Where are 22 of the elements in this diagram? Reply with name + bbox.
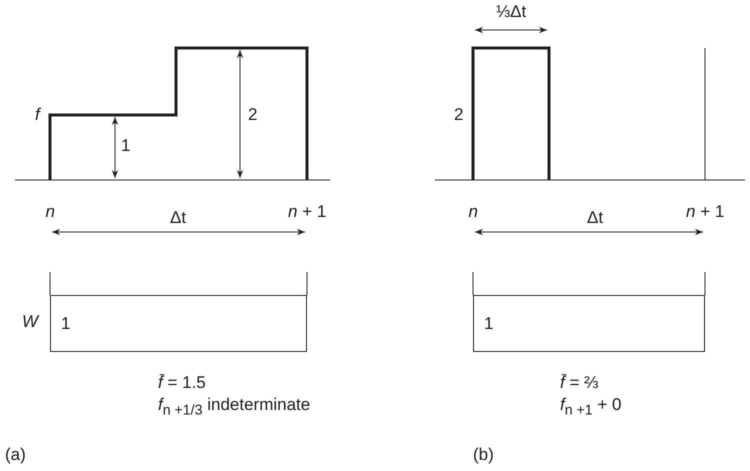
- panel-label: (b): [473, 446, 494, 464]
- panel-label: (a): [5, 446, 26, 464]
- weight-box: [50, 295, 307, 352]
- weight-value: 1: [484, 314, 494, 334]
- dimension-label: Δt: [170, 208, 186, 228]
- equation: f̄ = 1.5: [158, 374, 206, 392]
- equation: f̄ = ⅔: [560, 374, 598, 392]
- tick-label: n: [46, 202, 55, 222]
- dimension-label: 2: [454, 106, 464, 124]
- tick-label: n + 1: [288, 202, 326, 222]
- dimension-label: 2: [248, 106, 258, 124]
- dimension-label: ⅓Δt: [496, 2, 526, 22]
- variable-label: W: [22, 312, 38, 332]
- dimension-label: Δt: [587, 208, 604, 228]
- dimension-label: 1: [121, 136, 130, 156]
- tick-label: n + 1: [686, 202, 724, 222]
- variable-label: f: [35, 106, 40, 124]
- weight-value: 1: [61, 314, 70, 334]
- weight-box: [473, 295, 705, 352]
- tick-label: n: [468, 202, 478, 222]
- equation: f$_{n +1/3}$ indeterminate: [158, 396, 310, 418]
- equation: f$_{n +1}$ + 0: [560, 396, 622, 418]
